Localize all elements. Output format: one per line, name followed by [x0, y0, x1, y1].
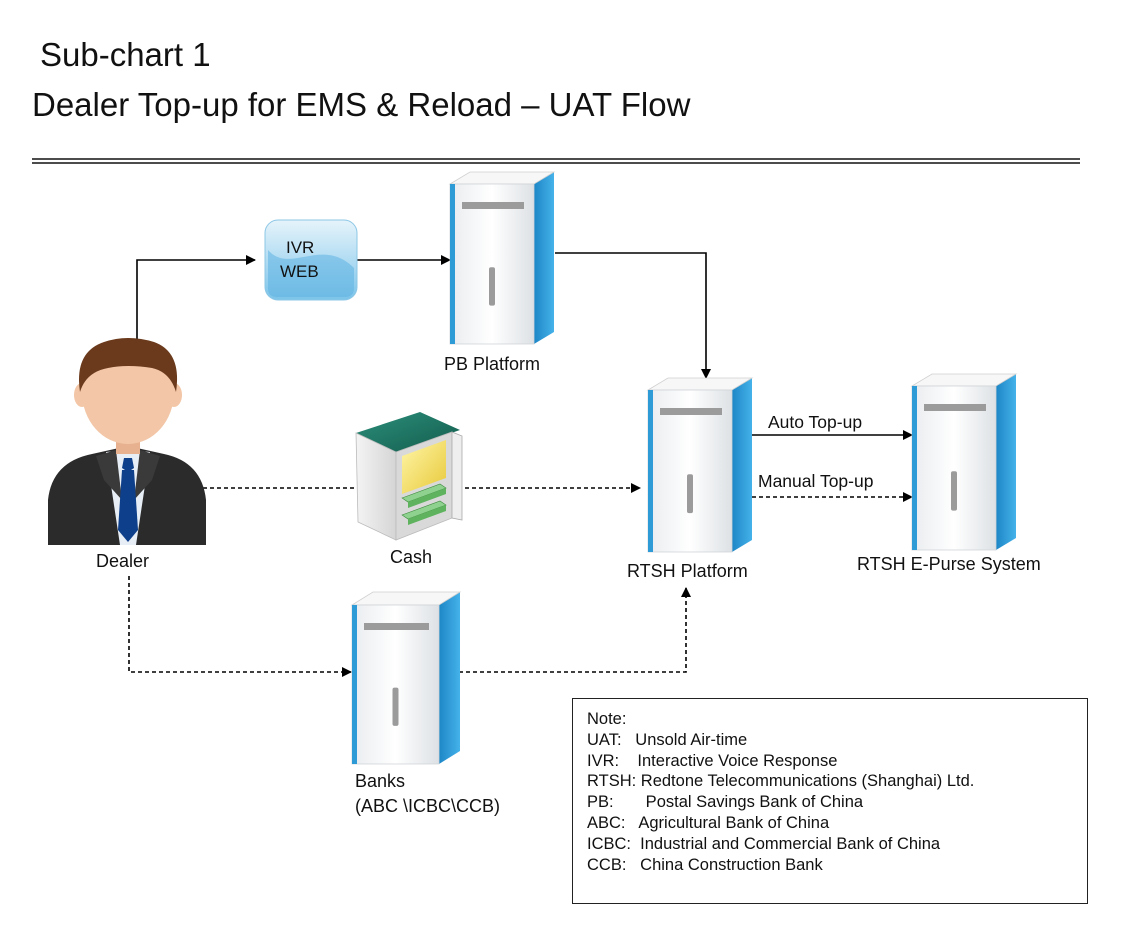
businessman-icon — [48, 338, 206, 545]
safe-with-cash-icon — [355, 412, 463, 541]
edge-dealer-banks — [128, 576, 352, 677]
dealer-label: Dealer — [96, 551, 149, 571]
banks-sub-label: (ABC \ICBC\CCB) — [355, 796, 500, 816]
rtsh-platform-label: RTSH Platform — [627, 561, 748, 581]
note-heading: Note: — [587, 710, 627, 728]
note-line: ICBC: Industrial and Commercial Bank of … — [587, 834, 941, 853]
note-line: UAT: Unsold Air-time — [587, 730, 748, 749]
auto-topup-label: Auto Top-up — [768, 412, 862, 432]
note-line: CCB: China Construction Bank — [587, 855, 823, 874]
page-title: Dealer Top-up for EMS & Reload – UAT Flo… — [32, 86, 691, 123]
banks-label: Banks — [355, 771, 405, 791]
ivr-label: IVR — [286, 238, 314, 257]
server-tower-icon — [646, 377, 754, 553]
edge-dealer-ivr — [136, 255, 256, 352]
manual-topup-label: Manual Top-up — [758, 471, 873, 491]
server-tower-icon — [350, 591, 462, 765]
note-line: IVR: Interactive Voice Response — [587, 751, 838, 770]
server-tower-icon — [910, 373, 1018, 551]
web-label: WEB — [280, 262, 319, 281]
pb-platform-label: PB Platform — [444, 354, 540, 374]
page-subtitle: Sub-chart 1 — [40, 36, 211, 73]
note-line: RTSH: Redtone Telecommunications (Shangh… — [587, 772, 975, 791]
ivr-web-icon — [264, 219, 358, 301]
cash-label: Cash — [390, 547, 432, 567]
edge-banks-rtsh — [459, 587, 691, 673]
note-line: PB: Postal Savings Bank of China — [587, 793, 864, 812]
edge-pb-rtsh — [555, 252, 711, 379]
note-line: ABC: Agricultural Bank of China — [587, 813, 830, 832]
rtsh-epurse-label: RTSH E-Purse System — [857, 554, 1041, 574]
legend-note-box: Note: UAT: Unsold Air-time IVR: Interact… — [572, 698, 1088, 904]
server-tower-icon — [448, 171, 556, 345]
